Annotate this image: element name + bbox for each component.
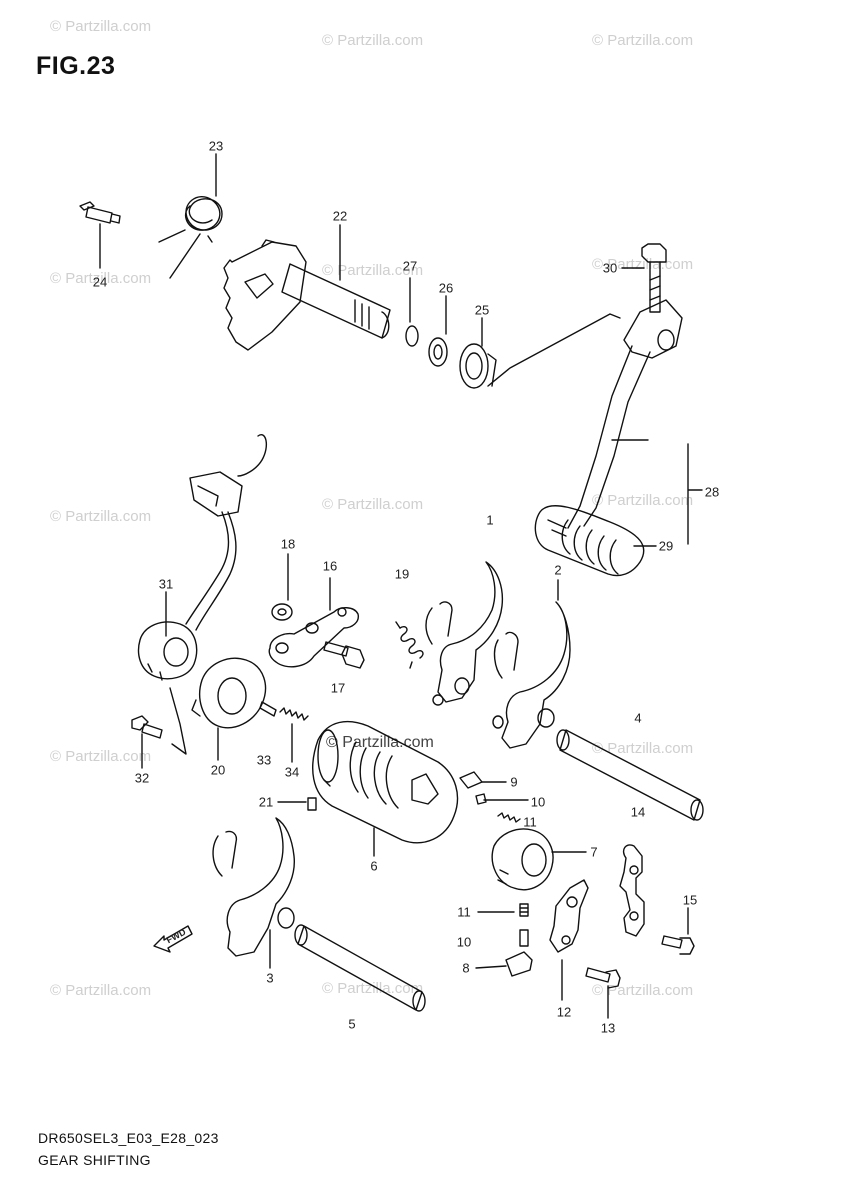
part-11-spring-lower [519, 903, 529, 917]
part-18-washer [271, 603, 293, 621]
callout-13: 13 [600, 1020, 616, 1036]
part-2-shift-fork [492, 601, 571, 749]
part-34-spring [279, 707, 309, 721]
part-8-pawl-lower [505, 951, 533, 977]
fwd-arrow-icon [153, 925, 193, 953]
part-14-fork-shaft [556, 729, 704, 821]
callout-30: 30 [602, 260, 618, 276]
callout-9: 9 [510, 774, 518, 790]
callout-22: 22 [332, 208, 348, 224]
callout-16: 16 [322, 558, 338, 574]
callout-23: 23 [208, 138, 224, 154]
callout-4: 4 [634, 710, 642, 726]
callout-26: 26 [438, 280, 454, 296]
callout-1: 1 [486, 512, 494, 528]
callout-8: 8 [462, 960, 470, 976]
part-1-shift-fork [425, 561, 504, 706]
callout-6: 6 [370, 858, 378, 874]
part-cam-plate [619, 844, 645, 937]
callout-14: 14 [630, 804, 646, 820]
watermark: © Partzilla.com [592, 256, 694, 273]
part-13-screw [585, 967, 621, 989]
part-21-pin [307, 797, 317, 811]
callout-11-upper: 11 [523, 814, 537, 830]
callout-27: 27 [402, 258, 418, 274]
watermark: © Partzilla.com [592, 492, 694, 509]
part-25-oil-seal [459, 343, 497, 389]
watermark: © Partzilla.com [592, 32, 694, 49]
figure-title: FIG.23 [36, 52, 116, 80]
diagram-code: DR650SEL3_E03_E28_023 [38, 1130, 219, 1146]
callout-34: 34 [284, 764, 300, 780]
diagram-name: GEAR SHIFTING [38, 1152, 151, 1168]
callout-10-lower: 10 [456, 934, 472, 950]
callout-12: 12 [556, 1004, 572, 1020]
callout-31: 31 [158, 576, 174, 592]
callout-2: 2 [554, 562, 562, 578]
callout-25: 25 [474, 302, 490, 318]
part-12-pawl-lifter [549, 879, 589, 953]
part-9-pawl [459, 771, 483, 789]
callout-18: 18 [280, 536, 296, 552]
callout-15: 15 [682, 892, 698, 908]
watermark: © Partzilla.com [50, 982, 152, 999]
watermark: © Partzilla.com [50, 18, 152, 35]
callout-20: 20 [210, 762, 226, 778]
watermark: © Partzilla.com [50, 508, 152, 525]
part-30-bolt [641, 243, 667, 313]
watermark: © Partzilla.com [50, 748, 152, 765]
part-27-circlip [405, 325, 419, 347]
callout-11-lower: 11 [457, 904, 471, 920]
part-11-spring [497, 812, 521, 823]
part-16-gearshift-stopper [268, 607, 359, 668]
part-28-shift-lever [567, 299, 683, 529]
watermark: © Partzilla.com [322, 262, 424, 279]
watermark: © Partzilla.com [322, 496, 424, 513]
watermark: © Partzilla.com [592, 740, 694, 757]
part-15-bolt [661, 935, 695, 955]
part-5-fork-shaft [294, 924, 426, 1012]
callout-29: 29 [658, 538, 674, 554]
callout-24: 24 [92, 274, 108, 290]
part-23-spring [158, 195, 223, 279]
callout-5: 5 [348, 1016, 356, 1032]
part-3-shift-fork [212, 817, 295, 957]
part-29-footpeg-rubber [534, 505, 645, 577]
watermark: © Partzilla.com [322, 32, 424, 49]
part-31-gear-position-switch [137, 434, 268, 755]
callout-17: 17 [330, 680, 346, 696]
part-33-pin [259, 701, 277, 717]
part-7-cam-driven-gear [491, 828, 554, 891]
part-10-pin [475, 793, 487, 805]
part-6-gearshift-cam [312, 720, 459, 844]
callout-33: 33 [256, 752, 272, 768]
part-10-pin-lower [519, 929, 529, 947]
watermark: © Partzilla.com [322, 980, 424, 997]
part-22-shift-shaft [223, 239, 391, 351]
callout-3: 3 [266, 970, 274, 986]
part-26-washer [428, 337, 448, 367]
callout-21: 21 [258, 794, 274, 810]
part-24-bolt [79, 201, 121, 224]
callout-7: 7 [590, 844, 598, 860]
callout-19: 19 [394, 566, 410, 582]
part-32-bolt [131, 715, 163, 739]
callout-32: 32 [134, 770, 150, 786]
part-17-bolt [323, 641, 365, 669]
watermark: © Partzilla.com [50, 270, 152, 287]
callout-28: 28 [704, 484, 720, 500]
part-19-spring [395, 621, 424, 669]
part-20-cam-guide [191, 657, 267, 729]
callout-10-upper: 10 [530, 794, 546, 810]
